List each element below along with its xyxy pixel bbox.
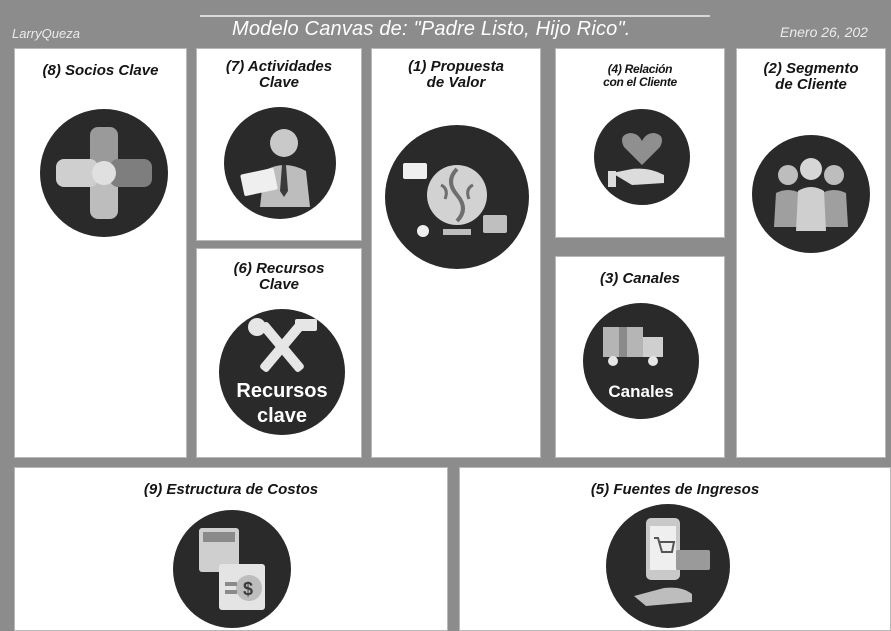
- header-rule: [200, 15, 710, 17]
- canvas-title: Modelo Canvas de: "Padre Listo, Hijo Ric…: [232, 18, 631, 40]
- block-title: (2) Segmento de Cliente: [737, 60, 885, 94]
- block-title-line: de Cliente: [775, 76, 847, 94]
- block-title-line: (2) Segmento: [763, 60, 859, 77]
- svg-text:$: $: [243, 579, 253, 599]
- block-actividades-clave: (7) Actividades Clave: [196, 48, 362, 241]
- wrench-hammer-icon: Recursos clave: [219, 309, 345, 435]
- block-estructura-costos: (9) Estructura de Costos $: [14, 467, 448, 631]
- block-propuesta-valor: (1) Propuesta de Valor: [371, 48, 541, 458]
- customers-group-icon: [752, 135, 870, 253]
- block-relacion-cliente: (4) Relación con el Cliente: [555, 48, 725, 238]
- block-title-line: (1) Propuesta: [408, 58, 504, 75]
- brain-idea-icon: [385, 125, 529, 269]
- icon-caption-line: Recursos: [236, 380, 328, 402]
- block-title-line: de Valor: [426, 74, 486, 92]
- canvas-author: LarryQueza: [12, 26, 80, 41]
- block-title-line: Clave: [258, 74, 300, 92]
- gift-delivery-truck-icon: Canales: [583, 303, 699, 419]
- block-fuentes-ingresos: (5) Fuentes de Ingresos: [459, 467, 891, 631]
- mobile-cart-payment-icon: [606, 504, 730, 628]
- block-title: (8) Socios Clave: [42, 62, 159, 79]
- block-title: (9) Estructura de Costos: [143, 481, 319, 498]
- businessman-laptop-icon: [224, 107, 336, 219]
- icon-caption-line: clave: [256, 405, 308, 427]
- canvas-date: Enero 26, 202: [780, 24, 868, 40]
- block-title: (1) Propuesta de Valor: [372, 58, 540, 92]
- block-title: (5) Fuentes de Ingresos: [590, 481, 760, 498]
- block-title-line: (6) Recursos: [233, 260, 325, 277]
- block-recursos-clave: (6) Recursos Clave Recursos clave: [196, 248, 362, 458]
- block-title: (7) Actividades Clave: [197, 58, 361, 92]
- block-title-line: Clave: [258, 276, 300, 294]
- heart-in-hand-icon: [594, 109, 690, 205]
- block-title-line: (4) Relación: [607, 62, 673, 76]
- block-title: (4) Relación con el Cliente: [556, 63, 724, 89]
- calculator-dollar-icon: $: [173, 510, 291, 628]
- block-socios-clave: (8) Socios Clave: [14, 48, 187, 458]
- block-title-line: (7) Actividades: [225, 58, 333, 75]
- block-canales: (3) Canales Canales: [555, 256, 725, 458]
- block-title: (6) Recursos Clave: [197, 260, 361, 294]
- block-title: (3) Canales: [599, 270, 681, 287]
- handshake-hands-icon: [40, 109, 168, 237]
- block-title-line: con el Cliente: [603, 74, 677, 89]
- block-segmento-cliente: (2) Segmento de Cliente: [736, 48, 886, 458]
- icon-caption: Canales: [608, 382, 674, 401]
